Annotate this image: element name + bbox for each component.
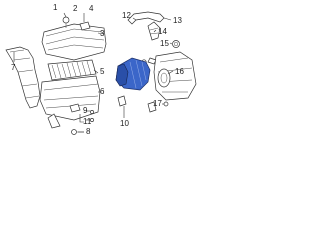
callout-14: 14 (158, 27, 167, 36)
clip-parts (69, 103, 94, 135)
callout-11: 11 (83, 117, 92, 126)
parts-diagram: 1 2 3 4 5 6 7 8 9 10 11 12 13 14 15 16 1… (5, 3, 197, 136)
callout-labels: 1 2 3 4 5 6 7 8 9 10 11 12 13 14 15 16 1… (11, 3, 184, 136)
callout-9: 9 (83, 106, 88, 115)
callout-5: 5 (100, 67, 105, 76)
intake-duct (5, 46, 41, 109)
intake-hose-highlighted (115, 57, 151, 91)
callout-15: 15 (160, 39, 169, 48)
callout-3: 3 (100, 29, 105, 38)
sensor-parts (117, 95, 169, 113)
callout-12: 12 (122, 11, 131, 20)
callout-2: 2 (73, 4, 78, 13)
callout-1: 1 (53, 3, 58, 12)
breather-hose (127, 11, 165, 41)
callout-17: 17 (153, 99, 162, 108)
callout-13: 13 (173, 16, 182, 25)
callout-16: 16 (175, 67, 184, 76)
air-cleaner-cap (41, 16, 107, 61)
air-cleaner-case (39, 75, 101, 129)
callout-8: 8 (86, 127, 91, 136)
callout-6: 6 (100, 87, 105, 96)
callout-10: 10 (120, 119, 129, 128)
air-filter-element (47, 59, 97, 81)
callout-7: 7 (11, 63, 16, 72)
leader-lines (13, 12, 174, 133)
resonator-assembly (153, 51, 197, 101)
callout-4: 4 (89, 4, 94, 13)
